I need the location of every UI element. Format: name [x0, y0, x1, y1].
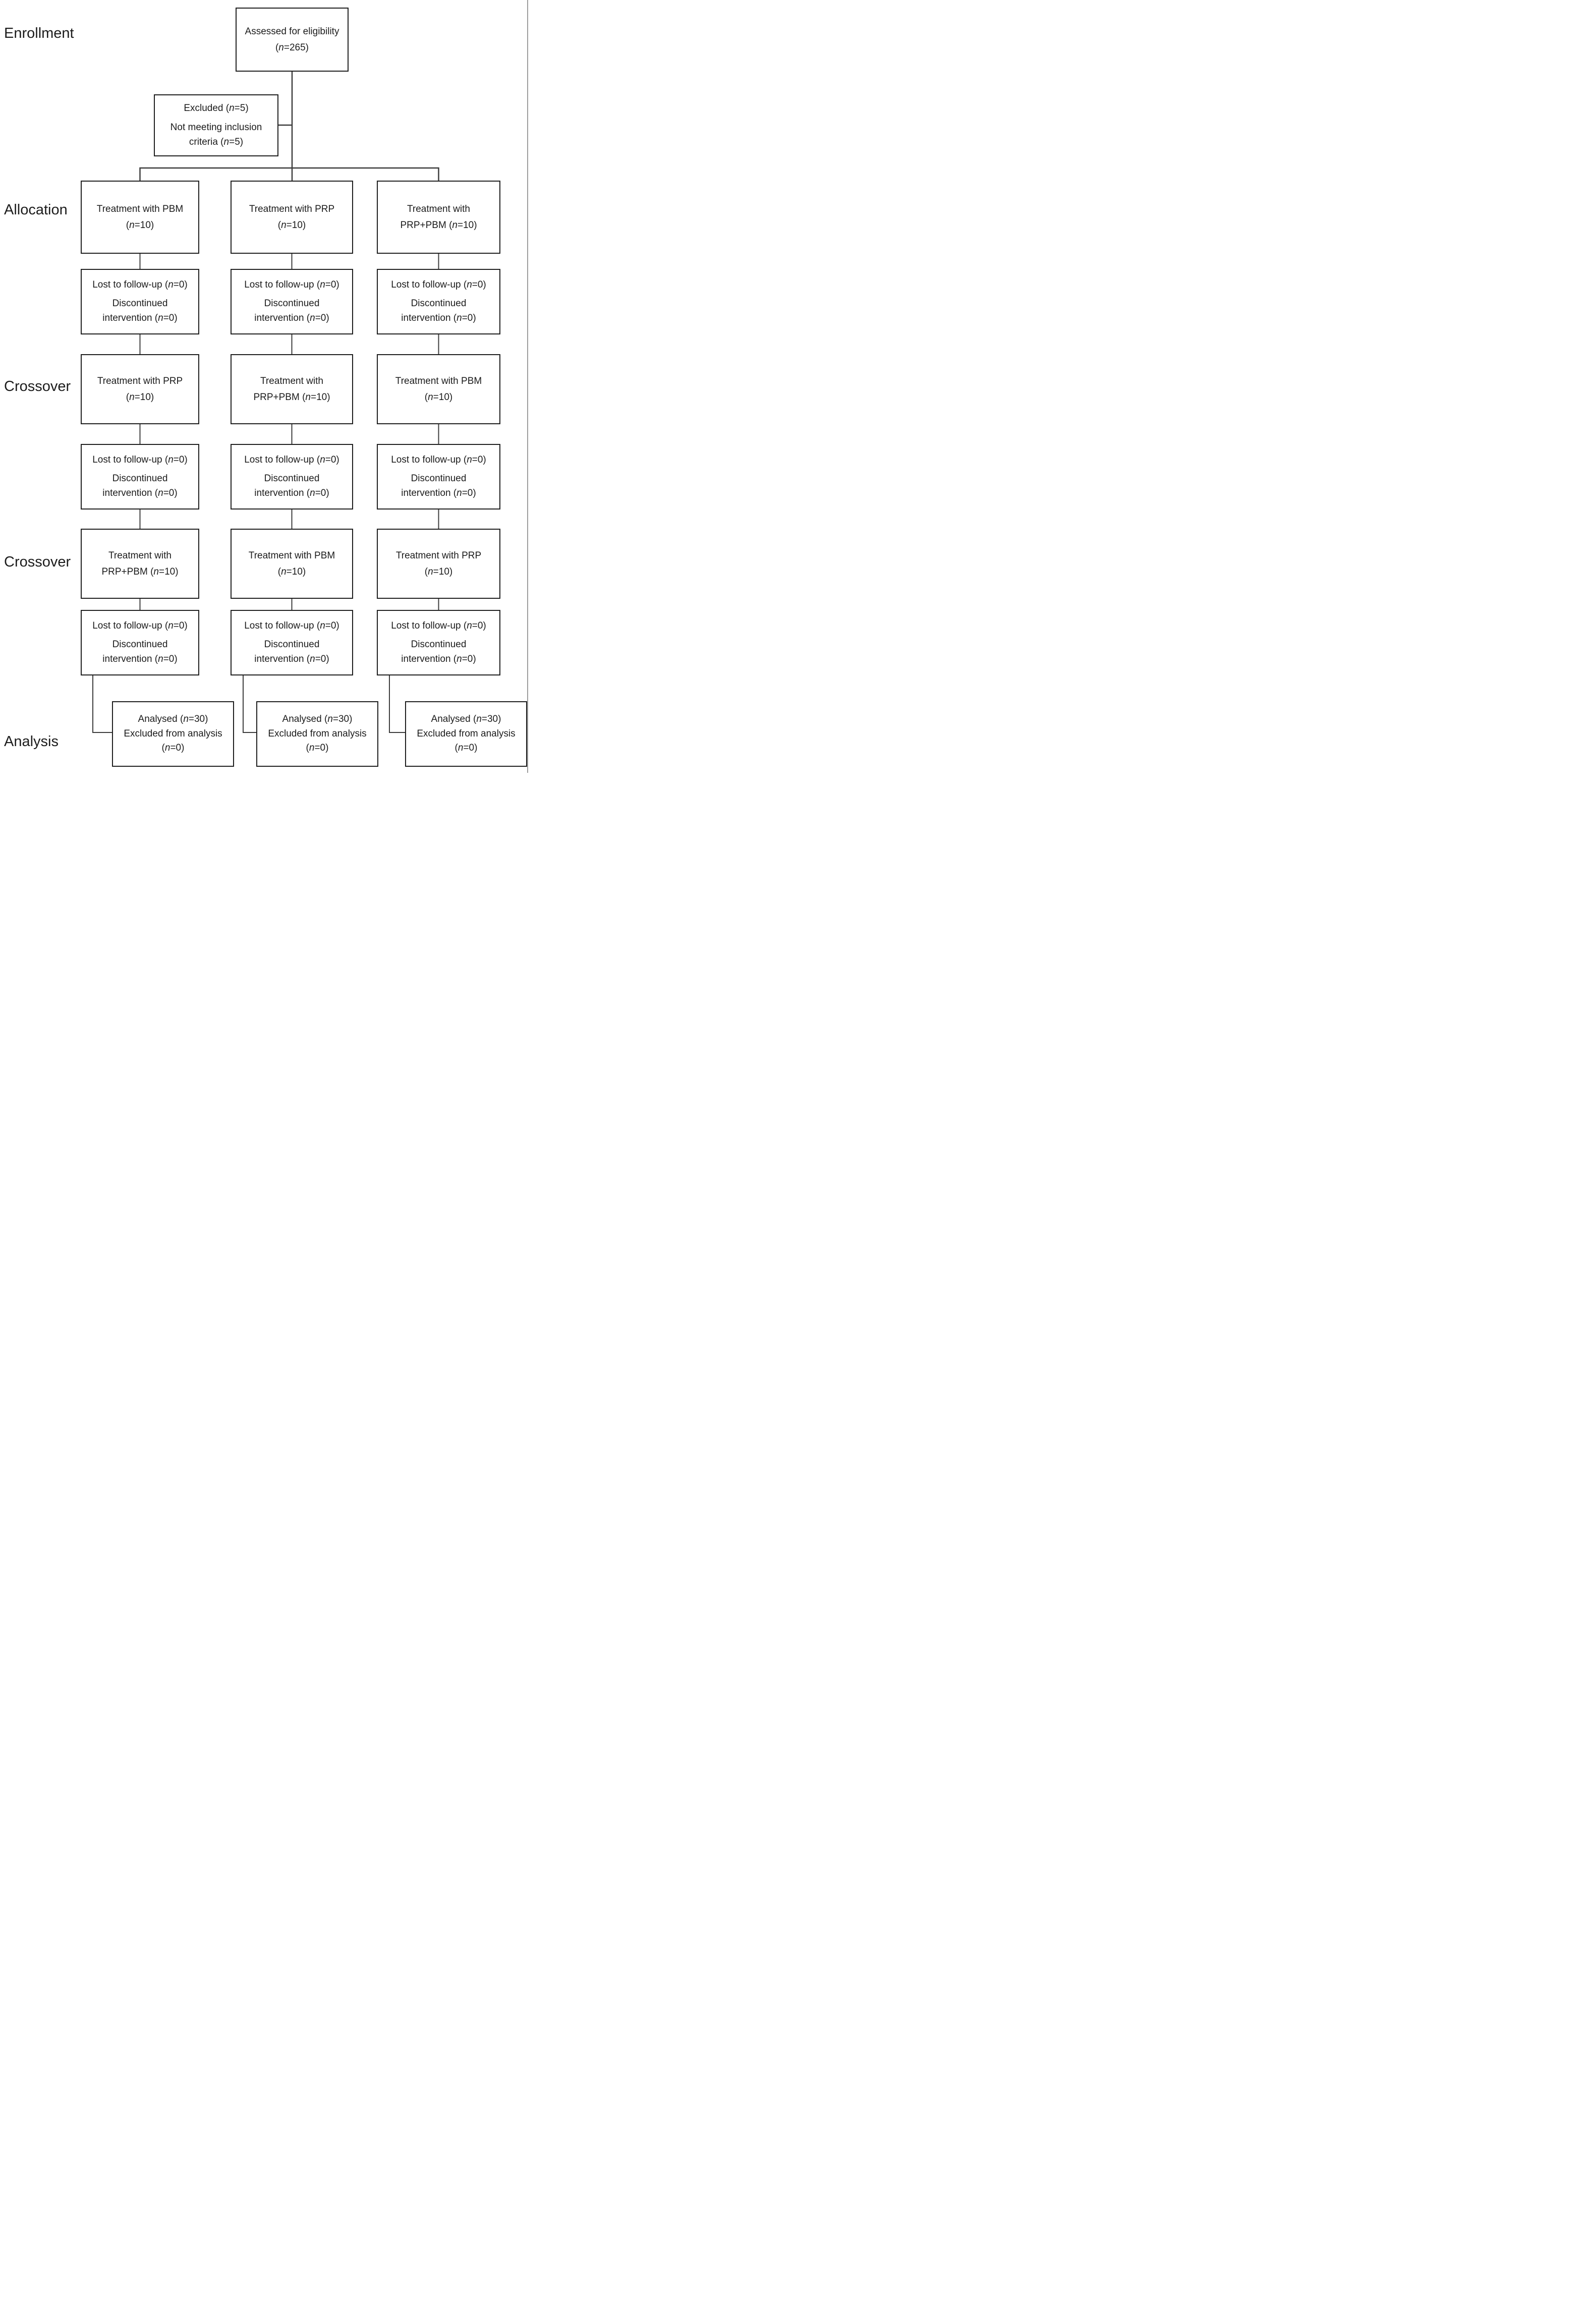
followup-a-arm1-box: Lost to follow-up (n=0) Discontinued int… — [81, 269, 199, 334]
analysed-text: Analysed (n=30) Excluded from analysis (… — [124, 714, 222, 754]
analysed-text: Analysed (n=30) Excluded from analysis (… — [417, 714, 516, 754]
discontinued-text: Discontinued intervention (n=0) — [401, 639, 476, 664]
stage-label-enrollment: Enrollment — [4, 25, 74, 41]
crossover1-arm3-text: Treatment with PBM (n=10) — [395, 375, 482, 403]
followup-a-arm2-box: Lost to follow-up (n=0) Discontinued int… — [231, 269, 353, 334]
crossover2-arm3-prp-box: Treatment with PRP (n=10) — [377, 529, 500, 599]
followup-c-arm3-box: Lost to follow-up (n=0) Discontinued int… — [377, 610, 500, 675]
assessed-for-eligibility-text: Assessed for eligibility (n=265) — [245, 26, 339, 53]
followup-b-arm2-box: Lost to follow-up (n=0) Discontinued int… — [231, 444, 353, 510]
discontinued-text: Discontinued intervention (n=0) — [401, 298, 476, 323]
discontinued-text: Discontinued intervention (n=0) — [254, 298, 329, 323]
flow-connectors — [92, 0, 528, 773]
crossover2-arm2-text: Treatment with PBM (n=10) — [248, 550, 335, 577]
excluded-reason-text: Not meeting inclusion criteria (n=5) — [170, 122, 262, 148]
crossover2-arm3-text: Treatment with PRP (n=10) — [395, 550, 482, 577]
assessed-for-eligibility-box: Assessed for eligibility (n=265) — [236, 8, 349, 72]
analysis-arm1-box: Analysed (n=30) Excluded from analysis (… — [112, 701, 234, 767]
allocation-arm2-text: Treatment with PRP (n=10) — [249, 203, 335, 231]
elbow-connector-col2 — [243, 675, 256, 733]
crossover2-arm1-text: Treatment with PRP+PBM (n=10) — [101, 550, 179, 577]
followup-b-arm3-box: Lost to follow-up (n=0) Discontinued int… — [377, 444, 500, 510]
analysis-arm3-box: Analysed (n=30) Excluded from analysis (… — [405, 701, 527, 767]
stage-label-allocation: Allocation — [4, 202, 68, 218]
lost-to-followup-text: Lost to follow-up (n=0) — [244, 279, 339, 290]
allocation-arm1-text: Treatment with PBM (n=10) — [96, 203, 184, 231]
elbow-connector-col1 — [92, 675, 112, 733]
crossover1-arm1-prp-box: Treatment with PRP (n=10) — [81, 354, 199, 424]
crossover1-arm3-pbm-box: Treatment with PBM (n=10) — [377, 354, 500, 424]
crossover1-arm2-text: Treatment with PRP+PBM (n=10) — [253, 375, 330, 403]
followup-b-arm1-box: Lost to follow-up (n=0) Discontinued int… — [81, 444, 199, 510]
stage-label-crossover-2: Crossover — [4, 554, 71, 570]
discontinued-text: Discontinued intervention (n=0) — [254, 639, 329, 664]
followup-a-arm3-box: Lost to follow-up (n=0) Discontinued int… — [377, 269, 500, 334]
crossover2-arm2-pbm-box: Treatment with PBM (n=10) — [231, 529, 353, 599]
excluded-box: Excluded (n=5) Not meeting inclusion cri… — [154, 94, 278, 156]
allocation-arm3-prp-pbm-box: Treatment with PRP+PBM (n=10) — [377, 181, 500, 254]
stage-label-crossover-1: Crossover — [4, 378, 71, 394]
crossover1-arm2-prp-pbm-box: Treatment with PRP+PBM (n=10) — [231, 354, 353, 424]
discontinued-text: Discontinued intervention (n=0) — [102, 298, 178, 323]
analysed-text: Analysed (n=30) Excluded from analysis (… — [268, 714, 367, 754]
discontinued-text: Discontinued intervention (n=0) — [254, 473, 329, 498]
analysis-arm2-box: Analysed (n=30) Excluded from analysis (… — [256, 701, 378, 767]
lost-to-followup-text: Lost to follow-up (n=0) — [391, 454, 486, 465]
allocation-arm2-prp-box: Treatment with PRP (n=10) — [231, 181, 353, 254]
discontinued-text: Discontinued intervention (n=0) — [401, 473, 476, 498]
elbow-connector-col3 — [389, 675, 405, 733]
allocation-arm3-text: Treatment with PRP+PBM (n=10) — [400, 203, 477, 231]
followup-c-arm2-box: Lost to follow-up (n=0) Discontinued int… — [231, 610, 353, 675]
lost-to-followup-text: Lost to follow-up (n=0) — [244, 620, 339, 631]
discontinued-text: Discontinued intervention (n=0) — [102, 473, 178, 498]
lost-to-followup-text: Lost to follow-up (n=0) — [391, 620, 486, 631]
lost-to-followup-text: Lost to follow-up (n=0) — [391, 279, 486, 290]
crossover1-arm1-text: Treatment with PRP (n=10) — [97, 375, 183, 403]
lost-to-followup-text: Lost to follow-up (n=0) — [244, 454, 339, 465]
followup-c-arm1-box: Lost to follow-up (n=0) Discontinued int… — [81, 610, 199, 675]
crossover2-arm1-prp-pbm-box: Treatment with PRP+PBM (n=10) — [81, 529, 199, 599]
branch-line — [139, 167, 439, 181]
consort-flow-diagram: Enrollment Allocation Crossover Crossove… — [0, 0, 532, 773]
stage-label-analysis: Analysis — [4, 733, 59, 750]
lost-to-followup-text: Lost to follow-up (n=0) — [92, 454, 188, 465]
discontinued-text: Discontinued intervention (n=0) — [102, 639, 178, 664]
lost-to-followup-text: Lost to follow-up (n=0) — [92, 279, 188, 290]
lost-to-followup-text: Lost to follow-up (n=0) — [92, 620, 188, 631]
excluded-count-text: Excluded (n=5) — [184, 103, 249, 114]
allocation-arm1-pbm-box: Treatment with PBM (n=10) — [81, 181, 199, 254]
